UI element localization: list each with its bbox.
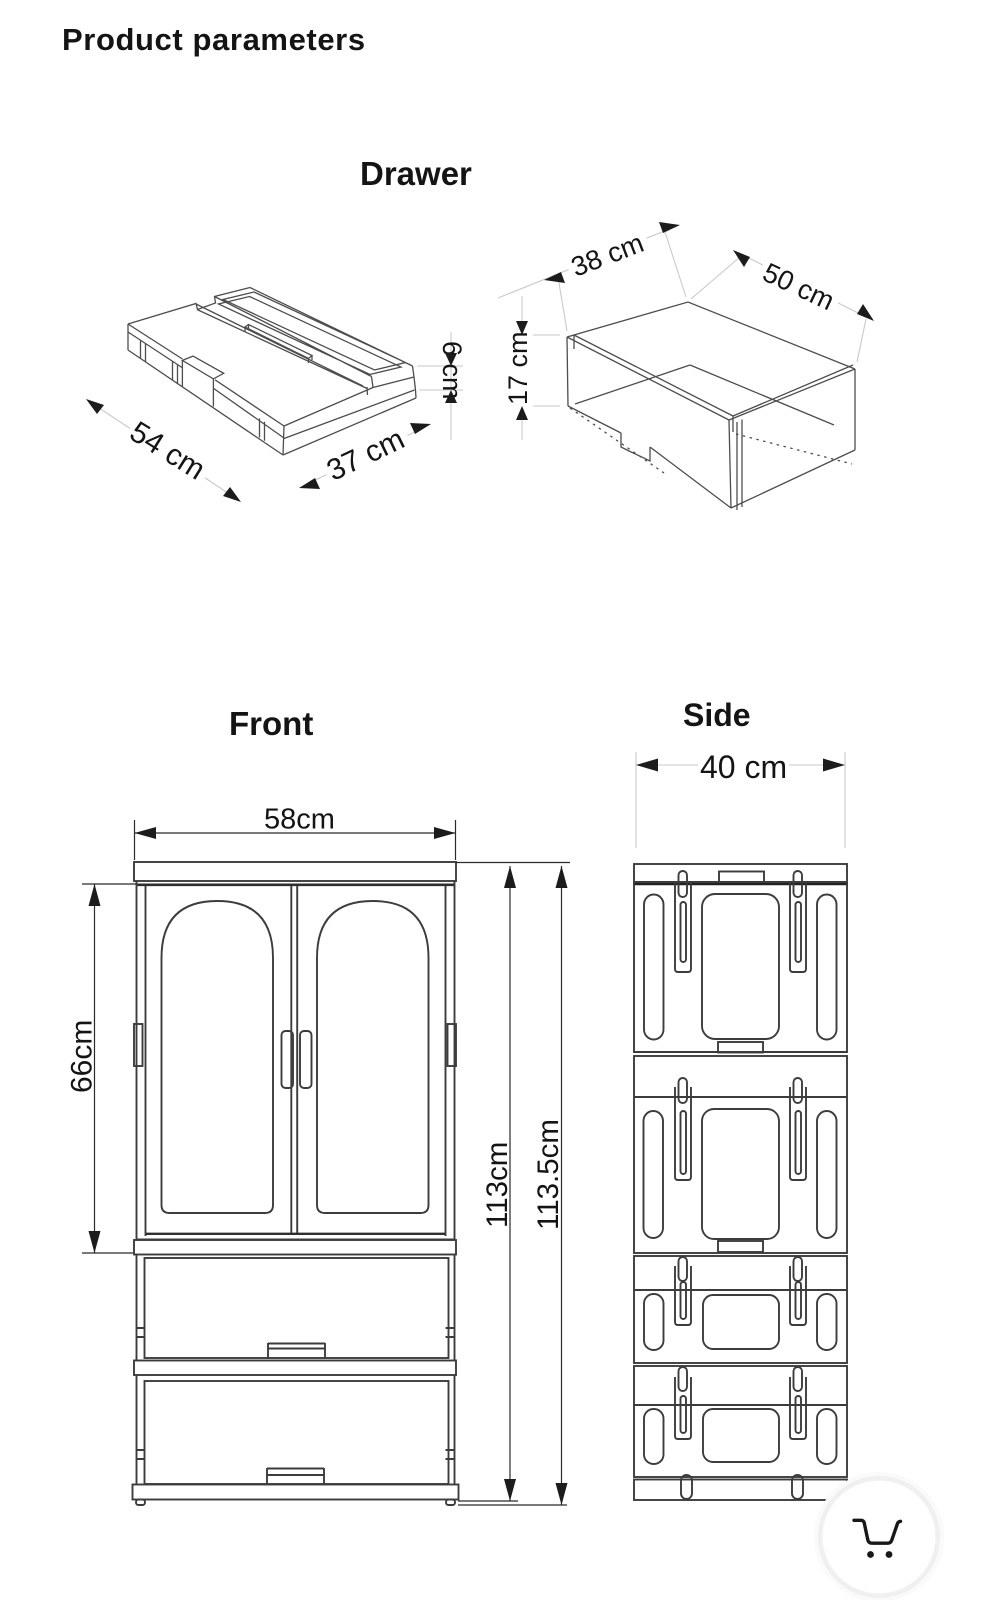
svg-text:6 cm: 6 cm <box>437 341 467 400</box>
svg-text:58cm: 58cm <box>264 804 335 836</box>
svg-text:Front: Front <box>229 705 313 742</box>
svg-text:113cm: 113cm <box>481 1142 514 1228</box>
svg-text:66cm: 66cm <box>66 1020 99 1093</box>
svg-text:40 cm: 40 cm <box>700 749 787 785</box>
svg-text:Side: Side <box>683 697 751 733</box>
svg-text:Drawer: Drawer <box>360 155 472 192</box>
svg-text:113.5cm: 113.5cm <box>532 1119 565 1230</box>
svg-text:Product parameters: Product parameters <box>62 22 366 57</box>
svg-text:17 cm: 17 cm <box>503 331 533 405</box>
